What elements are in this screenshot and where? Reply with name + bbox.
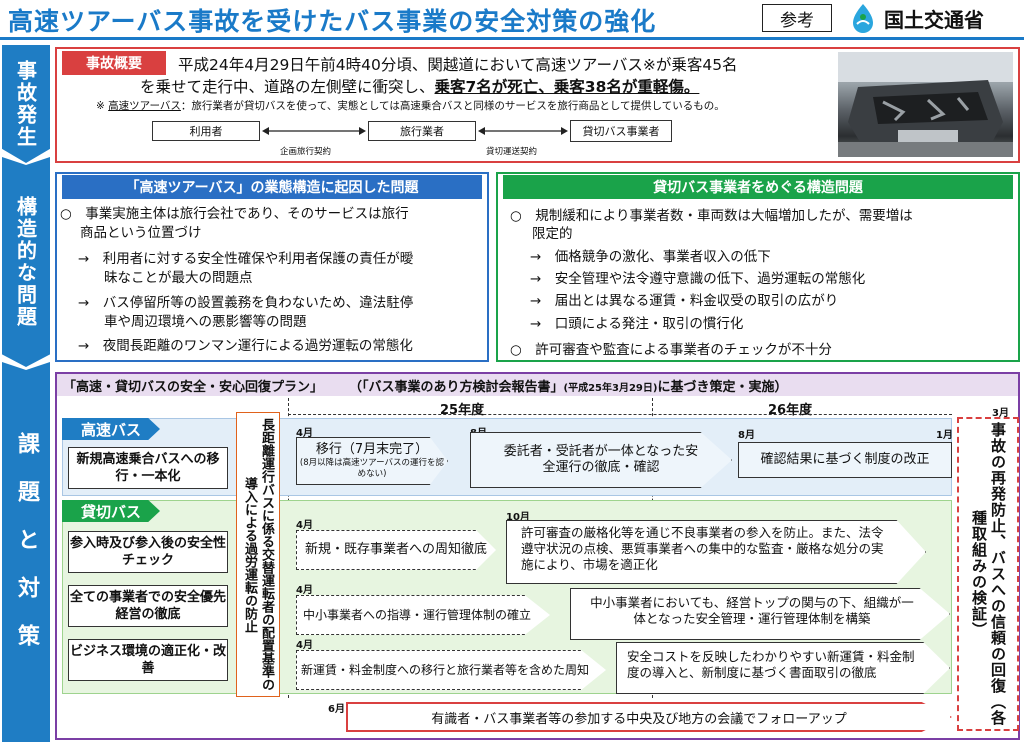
charter-measure-box: 参入時及び参入後の安全性チェック — [68, 531, 228, 573]
accident-photo — [838, 52, 1013, 157]
flow-agent-box: 旅行業者 — [368, 121, 476, 141]
charter-arrow-market-correction: 許可審査の厳格化等を通じ不良事業者の参入を防止。また、法令遵守状況の点検、悪質事… — [506, 520, 926, 584]
tour-bus-problem-item: → 利用者に対する安全性確保や利用者保護の責任が曖 — [78, 251, 414, 267]
charter-measure-box: 全ての事業者での安全優先経営の徹底 — [68, 585, 228, 627]
casualty-text: 乗客7名が死亡、乗客38名が重軽傷。 — [434, 78, 700, 96]
side-label-measures: 課題と対策 — [2, 362, 50, 742]
charter-bus-problem-item: → 届出とは異なる運賃・料金収受の取引の広がり — [530, 293, 839, 309]
tour-bus-problem-item: 商品という位置づけ — [80, 225, 202, 241]
charter-arrow-notification: 新規・既存事業者への周知徹底 — [296, 530, 496, 570]
tour-bus-problem-item: ○ 事業実施主体は旅行会社であり、そのサービスは旅行 — [60, 206, 409, 222]
side-label-structural: 構造的な問題 — [2, 157, 50, 367]
mlit-logo-icon — [853, 4, 873, 33]
flow-bus-operator-box: 貸切バス事業者 — [570, 120, 672, 142]
tour-bus-problem-panel — [55, 172, 489, 362]
plan-title: 「高速・貸切バスの安全・安心回復プラン」 — [63, 379, 324, 395]
highway-bus-measure-box: 新規高速乗合バスへの移行・一本化 — [68, 447, 228, 489]
charter-bus-problem-title: 貸切バス事業者をめぐる構造問題 — [503, 175, 1013, 199]
accident-tag: 事故概要 — [62, 51, 166, 75]
contract-label-1: 企画旅行契約 — [280, 147, 332, 157]
highway-system-revision-box: 確認結果に基づく制度の改正 — [738, 442, 952, 478]
recovery-plan-panel — [55, 372, 1020, 740]
tour-bus-problem-item: 車や周辺環境への悪影響等の問題 — [104, 314, 307, 330]
tour-bus-problem-item: → バス停留所等の設置義務を負わないため、違法駐停 — [78, 295, 414, 311]
header-rule — [0, 37, 1024, 40]
month-label: 4月 — [296, 520, 313, 531]
charter-arrow-fare-system: 新運賃・料金制度への移行と旅行業者等を含めた周知 — [296, 650, 606, 690]
charter-bus-problem-panel — [496, 172, 1020, 362]
fiscal-year-25: 25年度 — [440, 403, 485, 418]
accident-summary-panel — [55, 47, 1020, 163]
flow-arrow-1 — [262, 127, 366, 135]
highway-arrow-transition: 移行（7月末完了） (8月以降は高速ツアーバスの運行を認めない) — [296, 437, 448, 485]
plan-header: 「高速・貸切バスの安全・安心回復プラン」 （「バス事業のあり方検討会報告書」(平… — [57, 374, 1018, 396]
crashed-bus-image-icon — [838, 52, 1013, 157]
highway-arrow-joint-safety: 委託者・受託者が一体となった安全運行の徹底・確認 — [470, 432, 732, 488]
charter-bus-tag: 貸切バス — [62, 500, 160, 522]
charter-measure-box: ビジネス環境の適正化・改善 — [68, 639, 228, 681]
highway-bus-tag: 高速バス — [62, 418, 160, 440]
month-label: 4月 — [296, 640, 313, 651]
month-label: 4月 — [296, 428, 313, 439]
tour-bus-problem-item: → 夜間長距離のワンマン運行による過労運転の常態化 — [78, 338, 413, 354]
reference-badge: 参考 — [762, 4, 832, 32]
charter-bus-problem-item: → 安全管理や法令遵守意識の低下、過労運転の常態化 — [530, 271, 866, 287]
final-goal-box: 事故の再発防止、バスへの信頼の回復（各種取組みの検証） — [957, 417, 1019, 731]
charter-bus-problem-item: ○ 許可審査や監査による事業者のチェックが不十分 — [510, 342, 832, 358]
ministry-name: 国土交通省 — [884, 8, 984, 32]
follow-up-arrow: 有識者・バス事業者等の参加する中央及び地方の会議でフォローアップ — [346, 702, 952, 732]
charter-arrow-management: 中小事業者においても、経営トップの関与の下、組織が一体となった安全管理・運行管理… — [570, 588, 950, 640]
tour-bus-problem-title: 「高速ツアーバス」の業態構造に起因した問題 — [62, 175, 482, 199]
charter-bus-problem-item: 限定的 — [532, 226, 573, 242]
charter-bus-problem-item: → 価格競争の激化、事業者収入の低下 — [530, 249, 771, 265]
month-label: 10月 — [506, 512, 530, 523]
page-title: 高速ツアーバス事故を受けたバス事業の安全対策の強化 — [8, 7, 657, 36]
accident-line-1: 平成24年4月29日午前4時40分頃、関越道において高速ツアーバス※が乗客45名 — [178, 56, 738, 74]
tour-bus-note: ※ 高速ツアーバス：旅行業者が貸切バスを使って、実態としては高速乗合バスと同様の… — [96, 100, 725, 112]
charter-arrow-new-fare: 安全コストを反映したわかりやすい新運賃・料金制度の導入と、新制度に基づく書面取引… — [616, 642, 950, 694]
plan-subtitle: （「バス事業のあり方検討会報告書」(平成25年3月29日)に基づき策定・実施） — [349, 379, 788, 395]
timeline-rule — [288, 414, 952, 415]
accident-line-2: を乗せて走行中、道路の左側壁に衝突し、乗客7名が死亡、乗客38名が重軽傷。 — [140, 78, 700, 96]
month-label: 3月 — [992, 408, 1009, 419]
month-label: 1月 — [936, 430, 953, 441]
charter-bus-problem-item: ○ 規制緩和により事業者数・車両数は大幅増加したが、需要増は — [510, 208, 913, 224]
long-distance-driver-rule: 長距離運行バスに係る交替運転者の配置基準の導入による過労運転の防止 — [236, 412, 280, 697]
side-label-accident: 事故発生 — [2, 45, 50, 163]
month-label: 8月 — [738, 430, 755, 441]
charter-bus-problem-item: → 口頭による発注・取引の慣行化 — [530, 316, 744, 332]
flow-user-box: 利用者 — [152, 121, 260, 141]
tour-bus-problem-item: 昧なことが最大の問題点 — [104, 270, 253, 286]
contract-label-2: 貸切運送契約 — [486, 147, 538, 157]
flow-arrow-2 — [478, 127, 568, 135]
month-label: 4月 — [296, 585, 313, 596]
month-label: 6月 — [328, 704, 345, 715]
fiscal-year-26: 26年度 — [768, 403, 813, 418]
charter-arrow-guidance: 中小事業者への指導・運行管理体制の確立 — [296, 595, 550, 635]
